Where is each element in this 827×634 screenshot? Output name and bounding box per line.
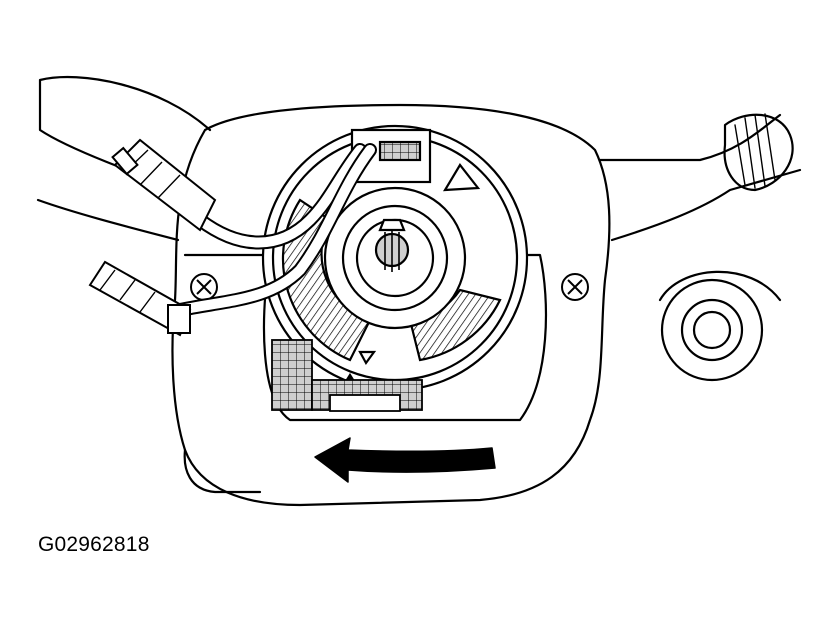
wire-harness bbox=[173, 143, 377, 317]
alignment-mark-bottom bbox=[358, 350, 377, 366]
connector-upper bbox=[111, 138, 217, 232]
screw-right bbox=[561, 273, 589, 301]
rotation-arrow bbox=[314, 437, 496, 483]
clockspring-connector-pins bbox=[378, 140, 422, 162]
ignition-outer bbox=[660, 278, 764, 382]
clockspring-reel-hatched bbox=[281, 198, 372, 362]
shaft-nut bbox=[378, 218, 406, 232]
clockspring-hub bbox=[341, 204, 449, 312]
stalk-knob-ribs bbox=[734, 113, 776, 189]
stalk-right bbox=[598, 113, 802, 242]
switch-housing bbox=[171, 103, 611, 507]
housing-recess bbox=[183, 253, 548, 422]
shaft-thread bbox=[384, 228, 400, 272]
connector-lower bbox=[88, 260, 192, 337]
ignition-bezel bbox=[658, 270, 782, 302]
clockspring-assembly bbox=[261, 124, 529, 392]
ignition-mid bbox=[680, 298, 744, 362]
column-lower-line bbox=[36, 198, 180, 242]
ignition-inner bbox=[692, 310, 732, 350]
screw-left bbox=[190, 273, 218, 301]
alignment-mark-top bbox=[442, 163, 481, 192]
figure-id-label: G02962818 bbox=[38, 533, 150, 556]
lower-lever bbox=[183, 448, 262, 494]
lower-mechanism bbox=[271, 339, 423, 412]
stalk-knob bbox=[723, 113, 794, 192]
